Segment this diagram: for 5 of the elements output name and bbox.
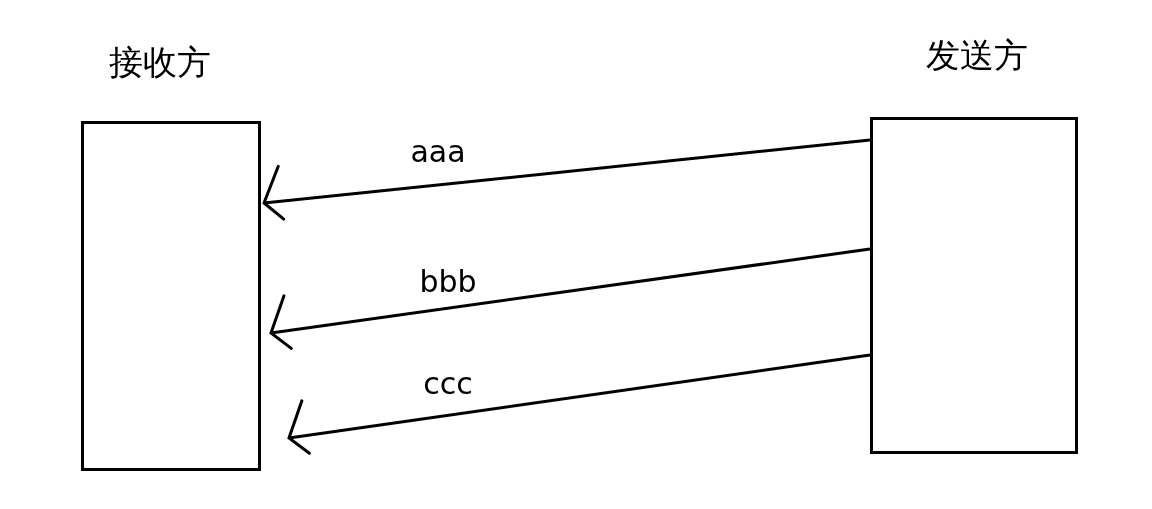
arrow bbox=[269, 247, 871, 350]
arrow bbox=[262, 138, 871, 221]
participant-heading: 接收方 bbox=[109, 45, 211, 79]
arrow bbox=[287, 353, 871, 455]
participant-heading: 发送方 bbox=[926, 38, 1028, 72]
